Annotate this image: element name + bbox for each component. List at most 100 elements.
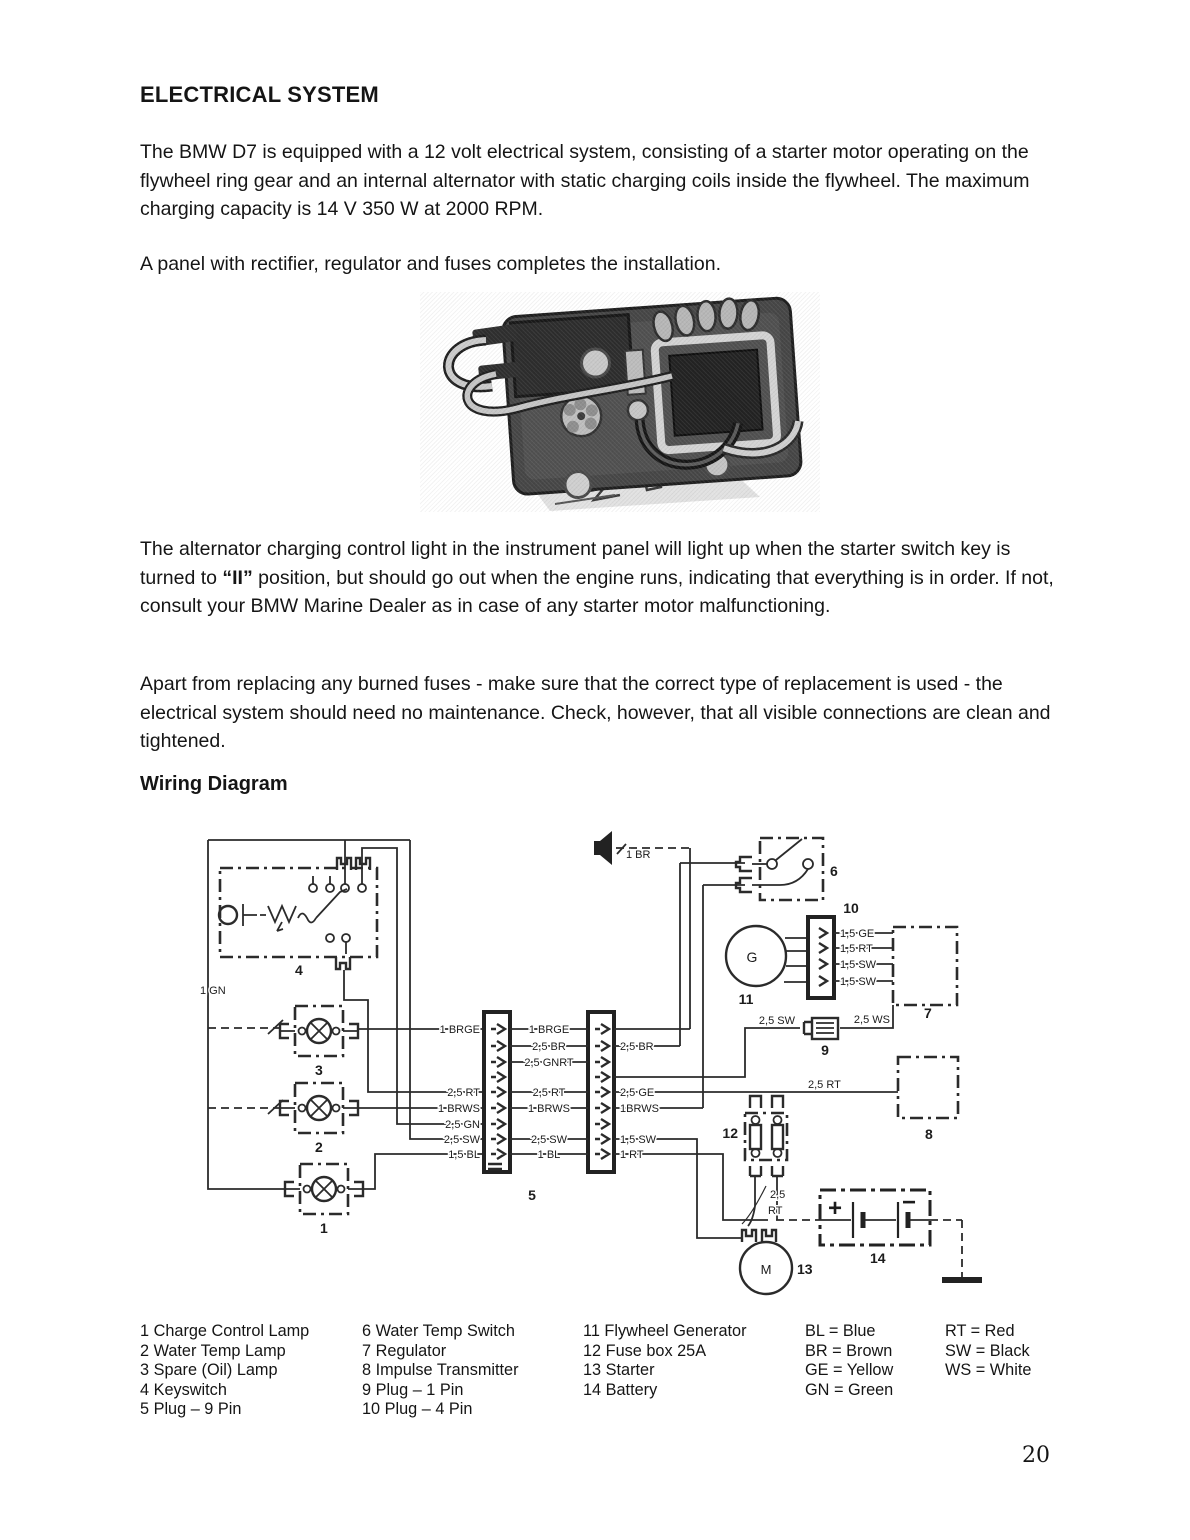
wiring-diagram-heading: Wiring Diagram [140, 773, 288, 795]
ground-rail-wires [207, 839, 345, 1190]
legend-column-3: 11 Flywheel Generator 12 Fuse box 25A 13… [583, 1322, 747, 1400]
wire-label: 2,5 GE [620, 1087, 654, 1099]
component-10-label: 10 [843, 900, 859, 916]
component-11-label: 11 [739, 991, 754, 1007]
wire-label: 1,5 SW [840, 976, 877, 988]
component-12-label: 12 [722, 1125, 738, 1141]
wire-label-fuse-25: 2,5 [770, 1189, 785, 1201]
legend-item: 8 Impulse Transmitter [362, 1361, 519, 1380]
component-9-label: 9 [821, 1042, 829, 1058]
wire-label: 1 BRWS [528, 1103, 570, 1115]
legend-item: 9 Plug – 1 Pin [362, 1380, 464, 1399]
wire-label: 1,5 RT [840, 943, 873, 955]
plug-10-strip [806, 915, 893, 1000]
wire-label: 2,5 BR [532, 1041, 566, 1053]
legend-item: 3 Spare (Oil) Lamp [140, 1361, 278, 1380]
component-7-label: 7 [924, 1005, 932, 1021]
keyswitch-box [217, 856, 379, 971]
paragraph-panel: A panel with rectifier, regulator and fu… [140, 253, 721, 275]
legend-item: SW = Black [945, 1341, 1030, 1360]
regulator-box [891, 925, 959, 1007]
cable-loops [443, 324, 674, 417]
legend-item: 7 Regulator [362, 1341, 447, 1360]
starter-m-label: M [761, 1262, 772, 1277]
legend-item: 12 Fuse box 25A [583, 1341, 707, 1360]
wire-label: 2,5 BR [620, 1041, 654, 1053]
wire-label-25rt: 2,5 RT [808, 1079, 841, 1091]
legend-item: 14 Battery [583, 1380, 658, 1399]
legend-column-colors-2: RT = Red SW = Black WS = White [945, 1322, 1031, 1381]
panel-photo-illustration [443, 296, 804, 511]
keyswitch-wires [343, 839, 482, 1140]
battery-plus-label: + [828, 1195, 842, 1222]
ws-wire [840, 1005, 894, 1029]
impulse-transmitter-icon [594, 831, 690, 865]
component-1-label: 1 [320, 1220, 328, 1236]
generator-g-label: G [747, 949, 758, 965]
lamp-feed-wires [358, 1028, 484, 1190]
paragraph-fuses: Apart from replacing any burned fuses - … [140, 673, 1051, 752]
fuse-box [741, 1094, 789, 1227]
lamp-1 [283, 1162, 365, 1216]
legend-item: 10 Plug – 4 Pin [362, 1400, 473, 1419]
wire-label-fuse-rt: RT [768, 1205, 783, 1217]
lamp-2 [278, 1081, 360, 1135]
lamp-3 [278, 1004, 360, 1058]
wire-label: 1,5 GE [840, 928, 874, 940]
water-temp-switch-box [680, 836, 825, 902]
plug-9 [802, 1016, 840, 1041]
wire-label: 1,5 SW [620, 1134, 657, 1146]
legend-item: 2 Water Temp Lamp [140, 1341, 286, 1360]
component-6-label: 6 [830, 863, 838, 879]
wire-label-1br: 1 BR [626, 849, 651, 861]
legend-item: BR = Brown [805, 1341, 893, 1360]
component-5-label: 5 [528, 1187, 536, 1203]
paragraph-control-light: The alternator charging control light in… [140, 535, 1058, 621]
legend-item: 13 Starter [583, 1361, 655, 1380]
wire-label: 1 BL [538, 1149, 561, 1161]
legend-item: 5 Plug – 9 Pin [140, 1400, 242, 1419]
wire-label-25ws: 2,5 WS [854, 1014, 890, 1026]
wire-label: 1 RT [620, 1149, 644, 1161]
wire-label: 2,5 SW [531, 1134, 568, 1146]
wire-label: 1 BRWS [438, 1103, 480, 1115]
legend-item: GE = Yellow [805, 1361, 894, 1380]
component-14-label: 14 [870, 1250, 886, 1266]
page-number: 20 [1022, 1443, 1050, 1468]
wire-label: 1 BRGE [440, 1024, 480, 1036]
wire-label: 2,5 SW [444, 1134, 481, 1146]
legend-item: BL = Blue [805, 1322, 876, 1340]
wire-label-25sw: 2,5 SW [759, 1015, 796, 1027]
component-4-label: 4 [295, 962, 303, 978]
p3-bold-II: “II” [222, 566, 253, 589]
battery [776, 1188, 963, 1278]
connector-cluster [559, 394, 603, 438]
component-2-label: 2 [315, 1139, 323, 1155]
panel-body [501, 296, 804, 500]
legend-column-2: 6 Water Temp Switch 7 Regulator 8 Impuls… [362, 1322, 519, 1420]
legend-column-1: 1 Charge Control Lamp 2 Water Temp Lamp … [140, 1322, 309, 1420]
legend-item: 11 Flywheel Generator [583, 1322, 747, 1340]
legend-item: 4 Keyswitch [140, 1380, 227, 1399]
legend-item: RT = Red [945, 1322, 1015, 1340]
component-8-label: 8 [925, 1126, 933, 1142]
legend-column-colors-1: BL = Blue BR = Brown GE = Yellow GN = Gr… [805, 1322, 893, 1400]
component-13-label: 13 [797, 1261, 813, 1277]
flywheel-generator [724, 924, 808, 988]
starter-motor [738, 1228, 794, 1296]
battery-minus-label: − [902, 1189, 916, 1216]
legend-item: WS = White [945, 1361, 1032, 1380]
legend-item: 6 Water Temp Switch [362, 1322, 515, 1340]
page-title: ELECTRICAL SYSTEM [140, 82, 379, 107]
paragraph-intro: The BMW D7 is equipped with a 12 volt el… [140, 141, 1030, 220]
component-3-label: 3 [315, 1062, 323, 1078]
wiring-diagram: 1 GN 4 3 [180, 818, 1000, 1318]
wire-label: 1,5 SW [840, 959, 877, 971]
charging-coils [652, 297, 761, 343]
transmitter-box [896, 1055, 960, 1120]
plug-5-strip-a [482, 1010, 512, 1174]
wire-label: 1 BRGE [529, 1024, 569, 1036]
legend-item: 1 Charge Control Lamp [140, 1322, 310, 1340]
regulator-frame [623, 331, 781, 455]
